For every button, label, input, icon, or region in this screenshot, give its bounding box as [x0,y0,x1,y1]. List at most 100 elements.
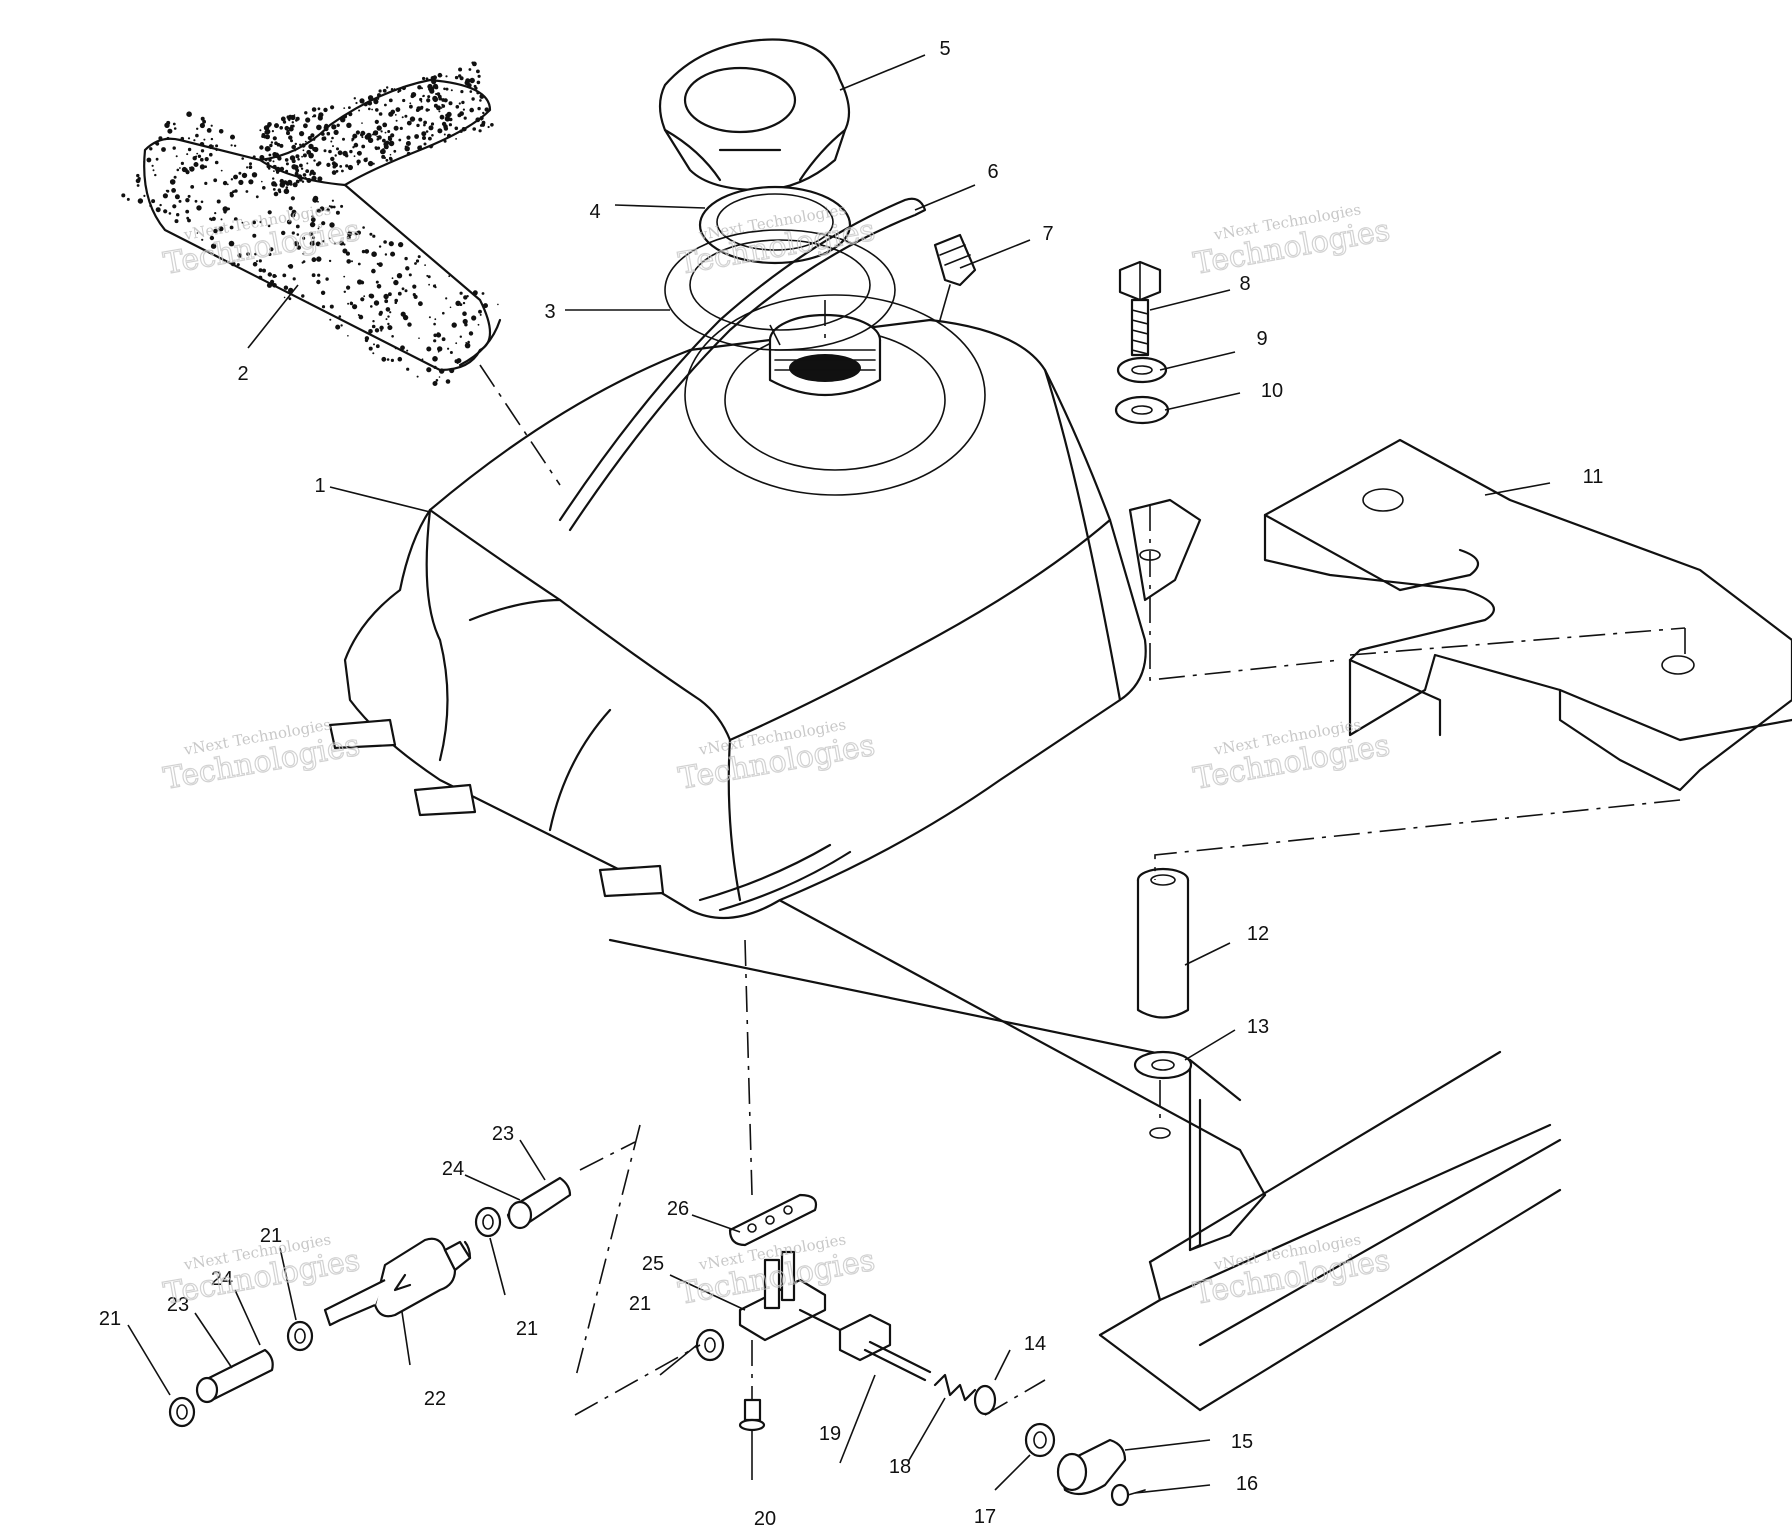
pad-speck [246,166,249,169]
pad-speck [143,194,146,197]
pad-speck [329,222,335,228]
pad-speck [346,122,352,128]
pad-speck [292,277,296,281]
pad-speck [269,247,274,252]
pad-speck [166,189,170,193]
pad-speck [393,149,397,153]
pad-speck [301,155,303,158]
pad-speck [215,144,219,148]
pad-speck [394,347,397,350]
pad-speck [280,116,286,122]
pad-speck [311,215,314,218]
pad-speck [185,170,190,175]
pad-speck [374,146,378,150]
pad-speck [196,127,199,130]
callout-19: 19 [819,1423,841,1445]
pad-speck [383,144,389,150]
pad-speck [305,169,310,174]
pad-speck [462,311,467,317]
callout-18: 18 [889,1456,911,1478]
pad-speck [393,125,399,131]
watermark: vNext Technologies Technologies [1190,200,1393,282]
pad-speck [200,149,205,153]
pad-speck [193,139,196,142]
pad-speck [208,144,214,150]
pad-speck [417,255,421,259]
pad-speck [404,256,408,261]
pad-speck [388,292,392,297]
pad-speck [360,297,365,302]
lock-washer [1116,356,1168,384]
pad-speck [357,279,363,285]
callout-16: 16 [1236,1473,1258,1495]
pad-speck [273,191,279,197]
callout-24-a: 24 [442,1158,464,1180]
pad-texture [121,61,499,386]
hose-clamps [168,1206,725,1428]
pad-speck [469,77,475,84]
pad-speck [199,164,205,170]
pad-speck [389,157,393,161]
pad-speck [421,358,424,361]
pad-speck [175,155,178,158]
pad-speck [433,103,438,108]
pad-speck [294,142,297,146]
callout-7: 7 [1042,223,1053,245]
pad-speck [281,230,286,236]
pad-speck [349,301,354,306]
pad-speck [378,245,382,248]
pad-speck [252,261,258,267]
pad-speck [291,231,295,235]
pad-speck [316,124,322,131]
pad-speck [331,199,334,202]
pad-speck [248,165,253,169]
pad-speck [362,226,365,229]
pad-speck [433,365,437,369]
pad-speck [295,168,299,172]
frame-rails [608,893,1562,1412]
pad-speck [233,175,237,179]
pad-speck [317,107,321,111]
pad-speck [313,146,319,153]
pad-speck [443,87,446,91]
pad-speck [366,132,372,139]
pad-speck [313,159,316,162]
pad-speck [480,118,483,121]
pad-speck [384,253,388,256]
pad-speck [158,136,163,141]
knob-screw [1110,1483,1146,1507]
pad-speck [282,120,287,124]
pad-speck [267,123,271,128]
pad-speck [259,145,264,150]
pad-speck [497,303,499,306]
pad-speck [425,130,429,133]
pad-speck [241,172,248,179]
pad-speck [406,151,411,156]
pad-speck [477,74,481,78]
pad-speck [162,193,168,199]
valve-seal [973,1384,997,1416]
pad-speck [461,100,465,105]
pad-speck [351,139,354,142]
pad-speck [266,164,271,169]
pad-speck [418,117,423,122]
pad-speck [380,329,383,332]
pad-speck [401,287,405,291]
pad-speck [340,117,346,123]
pad-speck [187,218,191,223]
callout-labels: 1 2 3 4 5 6 7 8 9 10 11 12 13 14 15 16 1… [99,38,1604,1530]
pad-speck [169,179,176,185]
pad-speck [401,85,406,91]
pad-speck [361,144,366,149]
pad-speck [192,156,197,161]
pad-speck [346,285,351,290]
pad-speck [172,204,177,209]
pad-speck [259,220,262,224]
pad-speck [310,242,315,247]
callout-5: 5 [939,38,950,60]
pad-speck [477,106,481,111]
pad-speck [445,87,449,91]
pad-speck [445,379,451,384]
pad-speck [393,279,399,286]
pad-speck [343,114,348,119]
